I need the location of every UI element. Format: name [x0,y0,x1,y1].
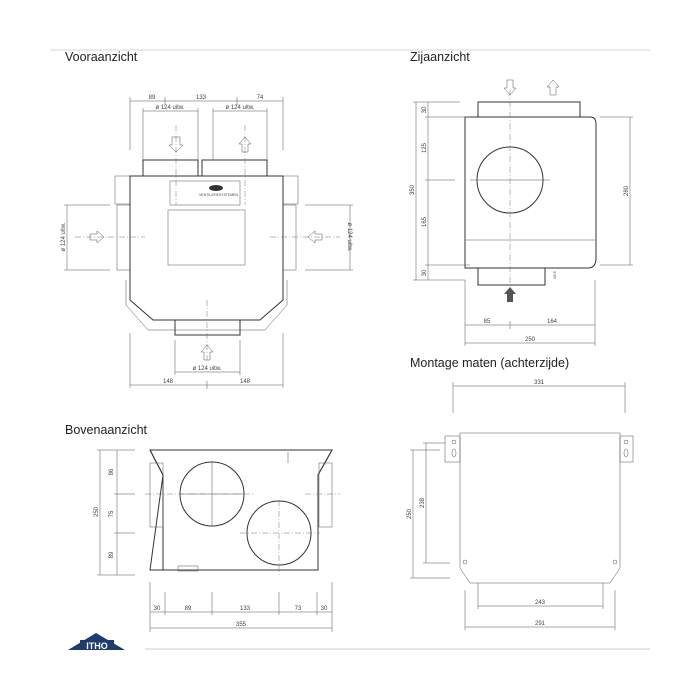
dim-front-74: 74 [257,95,264,101]
dim-mount-238: 238 [420,497,426,508]
dim-front-duct-2: ø 124 uitw. [225,105,254,111]
dim-side-250: 250 [525,337,536,343]
dim-top-30-left: 30 [154,606,161,612]
unit-label: VENTILATIESYSTEMEN [199,193,238,197]
dim-side-350: 350 [410,184,416,195]
top-view: 86 75 89 250 30 89 133 73 30 355 [94,449,340,632]
dim-top-89-h: 89 [185,606,192,612]
dim-side-164: 164 [547,319,558,325]
mounting-view: 331 250 238 243 291 [407,380,634,630]
dim-top-86: 86 [109,468,115,475]
dim-top-250: 250 [94,506,100,517]
heading-top-view: Bovenaanzicht [65,423,148,437]
dim-top-355: 355 [236,622,247,628]
heading-front-view: Vooraanzicht [65,50,138,64]
dim-side-30-bottom: 30 [422,269,428,276]
dim-side-165: 165 [422,216,428,227]
dim-mount-243: 243 [535,600,546,606]
dim-side-30-top: 30 [422,106,428,113]
dim-front-133: 133 [196,95,207,101]
side-view: 30 125 350 165 30 280 28.5 85 164 250 [410,79,633,346]
dim-front-duct-bottom: ø 124 uitw. [192,366,221,372]
front-view: VENTILATIESYSTEMEN 89 133 74 ø 124 uitw.… [61,95,353,389]
itho-logo: ITHO [68,633,125,651]
heading-mounting-dimensions: Montage maten (achterzijde) [410,356,570,370]
dim-side-280: 280 [624,185,630,196]
dim-mount-291: 291 [535,621,546,627]
dim-front-duct-1: ø 124 uitw. [155,105,184,111]
dim-mount-331: 331 [534,380,545,386]
dim-front-duct-right: ø 124 uitw. [346,222,352,251]
dim-front-duct-left: ø 124 uitw. [61,222,67,251]
dim-front-148-right: 148 [240,379,251,385]
dim-top-133: 133 [240,606,251,612]
dim-mount-250: 250 [407,508,413,519]
dim-front-89: 89 [149,95,156,101]
dim-top-75: 75 [109,510,115,517]
logo-text: ITHO [86,641,108,651]
dim-top-73: 73 [295,606,302,612]
dim-top-89: 89 [109,551,115,558]
dim-side-85: 85 [484,319,491,325]
dim-front-148-left: 148 [163,379,174,385]
dim-side-125: 125 [422,142,428,153]
dim-top-30-right: 30 [321,606,328,612]
dim-side-28-5: 28.5 [552,270,557,279]
heading-side-view: Zijaanzicht [410,50,470,64]
